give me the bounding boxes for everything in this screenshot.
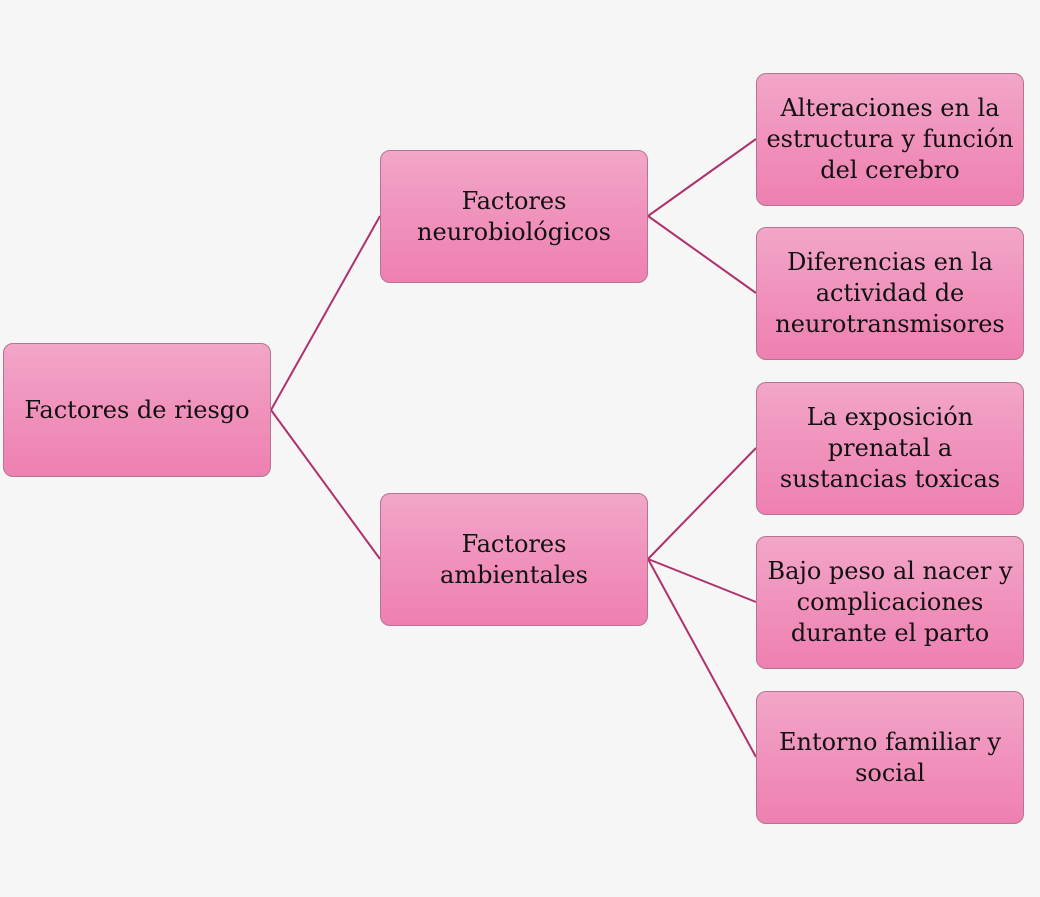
connector-neuro-leaf-1: [647, 215, 757, 294]
leaf-node-label: Bajo peso al nacer y complicaciones dura…: [767, 557, 1013, 647]
leaf-node-birth-complications: Bajo peso al nacer y complicaciones dura…: [756, 536, 1024, 669]
branch-node-label: Factores neurobiológicos: [417, 186, 611, 246]
root-node-label: Factores de riesgo: [24, 395, 250, 424]
leaf-node-family-social: Entorno familiar y social: [756, 691, 1024, 824]
branch-node-neurobiological: Factores neurobiológicos: [380, 150, 648, 283]
leaf-node-neurotransmitters: Diferencias en la actividad de neurotran…: [756, 227, 1024, 360]
branch-node-label: Factores ambientales: [440, 529, 588, 589]
connector-amb-leaf-3: [647, 558, 757, 603]
connector-root-neuro: [270, 215, 381, 411]
leaf-node-label: Alteraciones en la estructura y función …: [766, 94, 1014, 184]
leaf-node-prenatal-exposure: La exposición prenatal a sustancias toxi…: [756, 382, 1024, 515]
leaf-node-label: Diferencias en la actividad de neurotran…: [775, 248, 1005, 338]
root-node: Factores de riesgo: [3, 343, 271, 477]
leaf-node-label: La exposición prenatal a sustancias toxi…: [779, 403, 1001, 493]
connector-neuro-leaf-0: [647, 138, 757, 217]
leaf-node-brain-structure: Alteraciones en la estructura y función …: [756, 73, 1024, 206]
branch-node-environmental: Factores ambientales: [380, 493, 648, 626]
connector-root-amb: [270, 409, 381, 560]
connector-amb-leaf-2: [647, 447, 757, 560]
connector-amb-leaf-4: [647, 558, 757, 758]
leaf-node-label: Entorno familiar y social: [778, 727, 1002, 787]
